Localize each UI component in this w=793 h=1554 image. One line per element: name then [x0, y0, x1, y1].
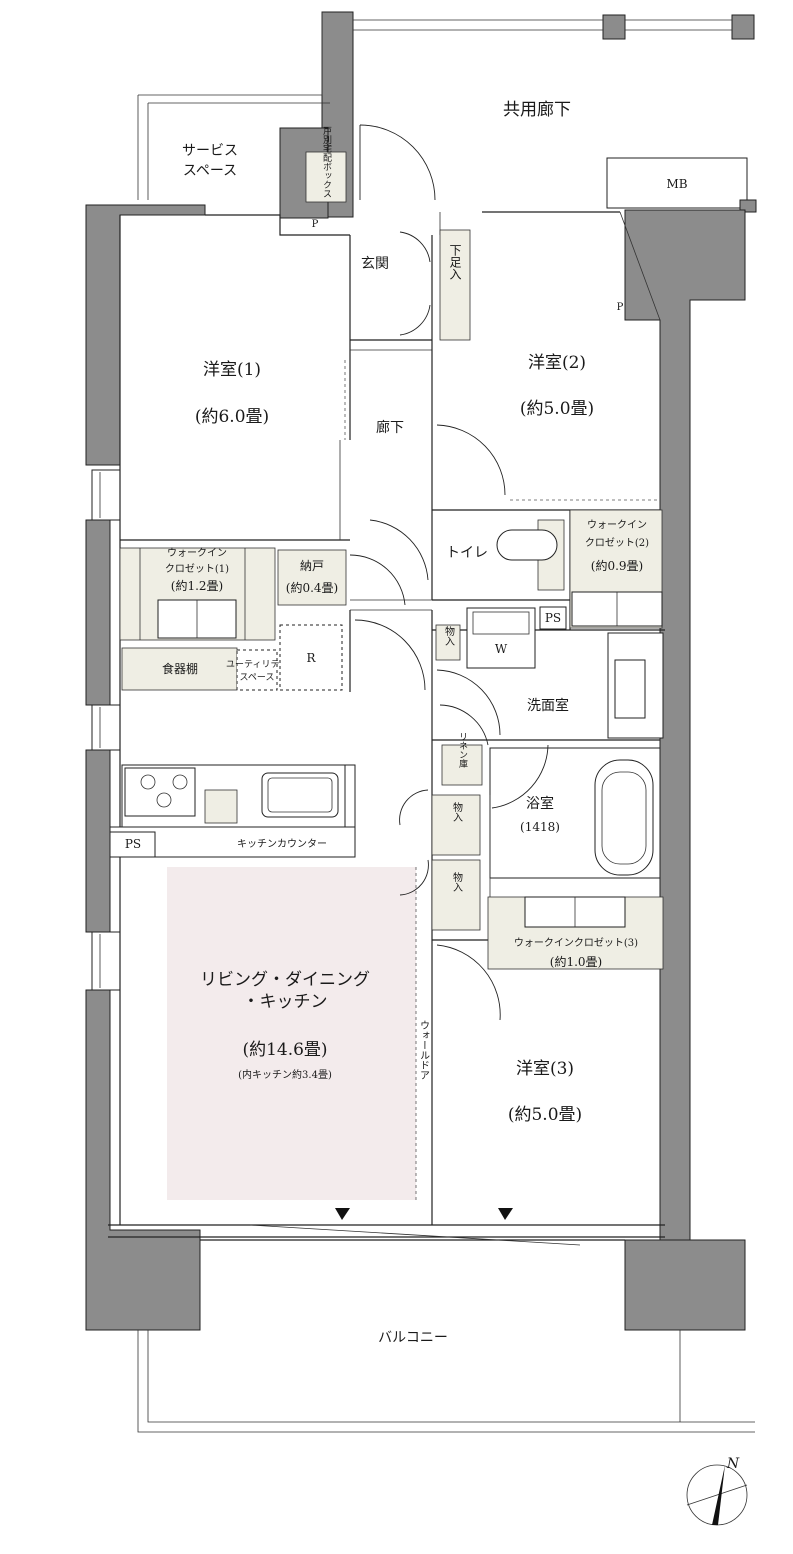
balcony-area [137, 1208, 755, 1433]
storage-a-label: 物入 [443, 625, 455, 646]
p-top-label: P [312, 219, 319, 230]
closet-size: (約0.4畳) [286, 580, 338, 595]
room2-label: 洋室(2) [528, 353, 586, 373]
utility-label-1: ユーティリティ [226, 659, 288, 670]
storage-c-label: 物入 [451, 871, 463, 892]
ldk-label-1: リビング・ダイニング [200, 970, 370, 990]
ps-right-label: PS [545, 611, 561, 625]
ldk-size: (約14.6畳) [242, 1040, 327, 1060]
balcony-label: バルコニー [378, 1330, 448, 1346]
room1-label: 洋室(1) [203, 360, 261, 380]
wall-door-label: ウォールドア [418, 1020, 430, 1080]
compass-icon [686, 1464, 748, 1526]
room1-size: (約6.0畳) [195, 407, 269, 427]
storage-a [435, 624, 461, 661]
fridge-label: R [306, 651, 316, 665]
fridge-space [279, 624, 343, 691]
corridor-railing [137, 11, 755, 219]
delivery-box-label: 戸別宅配ボックス [321, 126, 332, 198]
meter-box [606, 157, 748, 209]
doors [349, 124, 549, 1021]
toilet-fixture [496, 529, 558, 561]
walk-in-closet-3 [487, 896, 664, 970]
shoe-storage [439, 229, 471, 341]
service-space-label-1: サービス [182, 143, 238, 159]
service-space-label-2: スペース [183, 163, 237, 179]
wic1-size: (約1.2畳) [171, 578, 223, 593]
room3-label: 洋室(3) [516, 1059, 574, 1079]
dish-shelf-label: 食器棚 [162, 661, 198, 676]
outer-walls [85, 204, 746, 1331]
linen-label: リネン庫 [457, 732, 468, 769]
utility-label-2: スペース [240, 673, 275, 683]
wic1-label-1: ウォークイン [167, 547, 227, 559]
washer-label: W [495, 642, 508, 656]
walk-in-closet-1 [119, 547, 276, 641]
wic2-label-2: クロゼット(2) [585, 537, 649, 549]
linen-closet [441, 744, 483, 786]
storage-b-label: 物入 [451, 801, 463, 822]
room3-size: (約5.0畳) [508, 1105, 582, 1125]
washer-space [466, 607, 536, 669]
bath-label: 浴室 [526, 795, 554, 812]
closet-label: 納戸 [300, 559, 324, 573]
common-corridor-label: 共用廊下 [503, 100, 571, 120]
delivery-box [305, 151, 347, 203]
kitchen-counter-block [109, 764, 356, 858]
storage-c [431, 859, 481, 931]
wic1-label-2: クロゼット(1) [165, 563, 229, 575]
nando-closet [277, 549, 347, 606]
toilet-label: トイレ [446, 545, 488, 561]
dish-shelf [121, 647, 238, 691]
wic2-label-1: ウォークイン [587, 519, 647, 531]
ps-right-box [539, 606, 567, 630]
shoe-storage-label: 下足入 [448, 244, 462, 280]
ldk-sub: (内キッチン約3.4畳) [238, 1068, 332, 1081]
ldk-label-2: ・キッチン [243, 992, 328, 1012]
room2-size: (約5.0畳) [520, 399, 594, 419]
wic3-size: (約1.0畳) [550, 954, 602, 969]
storage-b [431, 794, 481, 856]
p-right-label: P [617, 302, 624, 313]
ps-left-label: PS [125, 837, 141, 851]
bath-size: (1418) [520, 820, 560, 834]
ldk-highlight [167, 867, 416, 1200]
wic2-size: (約0.9畳) [591, 558, 643, 573]
wic3-label: ウォークインクロゼット(3) [514, 937, 638, 949]
kitchen-counter-label: キッチンカウンター [237, 838, 327, 850]
walk-in-closet-2 [569, 509, 663, 629]
hallway-label: 廊下 [376, 419, 404, 436]
bathtub [594, 759, 654, 876]
washroom-label: 洗面室 [527, 697, 569, 714]
entrance-label: 玄関 [361, 255, 389, 272]
mb-label: MB [666, 177, 687, 191]
north-label: N [726, 1456, 740, 1472]
left-windows [91, 469, 121, 991]
